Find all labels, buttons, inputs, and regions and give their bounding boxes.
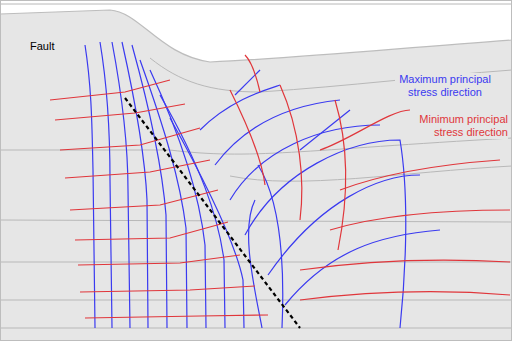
fault-label: Fault (30, 40, 70, 53)
min-stress-label: Minimum principal stress direction (406, 113, 508, 139)
max-stress-label: Maximum principal stress direction (395, 73, 495, 99)
